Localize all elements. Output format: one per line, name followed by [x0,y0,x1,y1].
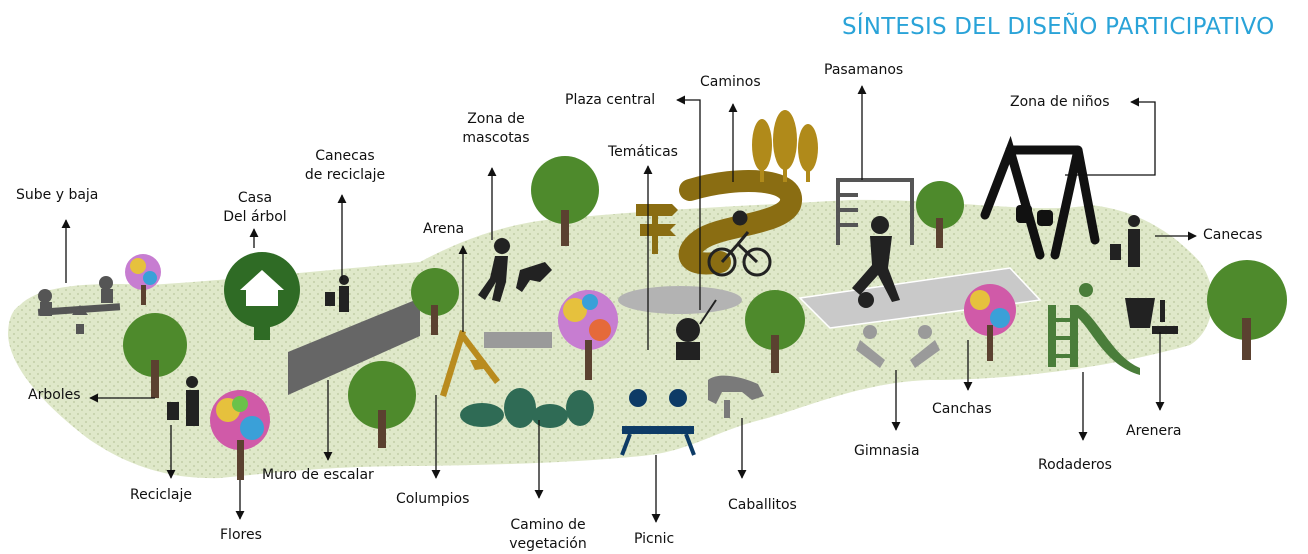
recycling-bin-icon [1110,215,1140,267]
flowering-tree-icon [210,390,270,480]
label-picnic: Picnic [634,531,675,547]
label-zona-ninos: Zona de niños [1010,94,1110,110]
label-columpios: Columpios [396,491,470,507]
tree-icon [531,156,599,246]
label-canecas: Canecas [1203,227,1263,243]
label-reciclaje: Reciclaje [130,487,192,503]
label-canecas-reciclaje-line2: de reciclaje [304,167,386,183]
label-muro-escalar: Muro de escalar [262,467,374,483]
rocking-horse-icon [708,375,764,418]
label-canchas: Canchas [932,401,992,417]
flowering-tree-icon [558,290,618,380]
tree-icon [1207,260,1287,360]
tree-icon [411,268,459,335]
themed-figure-icon [676,299,717,360]
label-casa-line2: Del árbol [223,209,287,225]
vegetation-bushes-icon [460,388,594,428]
swing-set-icon [440,330,500,397]
slide-icon [1048,283,1140,375]
flowering-tree-icon [964,284,1016,361]
label-flores: Flores [220,527,262,543]
sandbox-icon [484,332,552,348]
label-casa-del-arbol: Casa Del árbol [222,189,288,227]
monkey-bars-icon [836,178,914,245]
label-rodaderos: Rodaderos [1038,457,1112,473]
seesaw-icon [37,276,121,334]
label-arboles: Arboles [28,387,81,403]
label-arenera: Arenera [1126,423,1182,439]
label-camino-vegetacion: Camino de vegetación [506,516,590,554]
label-caballitos: Caballitos [728,497,797,513]
tree-icon [123,313,187,398]
tree-icon [745,290,805,373]
tree-icon [348,361,416,448]
plaza-central [618,286,742,314]
signpost-icon [636,204,678,254]
pointer-arrows [61,85,1197,523]
label-canecas-reciclaje-line1: Canecas [315,148,375,164]
flowering-tree-icon [125,254,161,305]
label-plaza-central: Plaza central [565,92,656,108]
label-casa-line1: Casa [237,190,273,206]
label-gimnasia: Gimnasia [854,443,920,459]
dog-walker-icon [478,238,552,302]
label-arena: Arena [423,221,465,237]
winding-path [678,170,802,275]
kids-swing-seats-icon [1016,205,1053,226]
label-pasamanos: Pasamanos [824,62,904,78]
cyclist-icon [707,210,772,277]
label-zona-mascotas-line1: Zona de [467,111,525,127]
sports-court [798,267,1042,329]
climbing-wall [288,298,420,395]
gym-exercise-icon [856,325,940,368]
page-title: SÍNTESIS DEL DISEÑO PARTICIPATIVO [842,14,1275,40]
label-caminos: Caminos [700,74,761,90]
label-camino-vegetacion-line1: Camino de [510,517,586,533]
football-player-icon [852,216,900,308]
sand-bucket-icon [1125,298,1178,334]
picnic-icon [620,389,696,456]
label-camino-vegetacion-line2: vegetación [509,536,587,552]
tree-icon [916,181,964,248]
recycling-bin-icon [167,376,199,426]
tree-house-icon [224,252,300,340]
label-canecas-reciclaje: Canecas de reciclaje [300,147,390,185]
label-tematicas: Temáticas [608,144,678,160]
label-sube-y-baja: Sube y baja [16,187,99,203]
poplar-trees-icon [752,110,818,182]
label-zona-mascotas-line2: mascotas [462,130,530,146]
label-zona-mascotas: Zona de mascotas [458,110,534,148]
